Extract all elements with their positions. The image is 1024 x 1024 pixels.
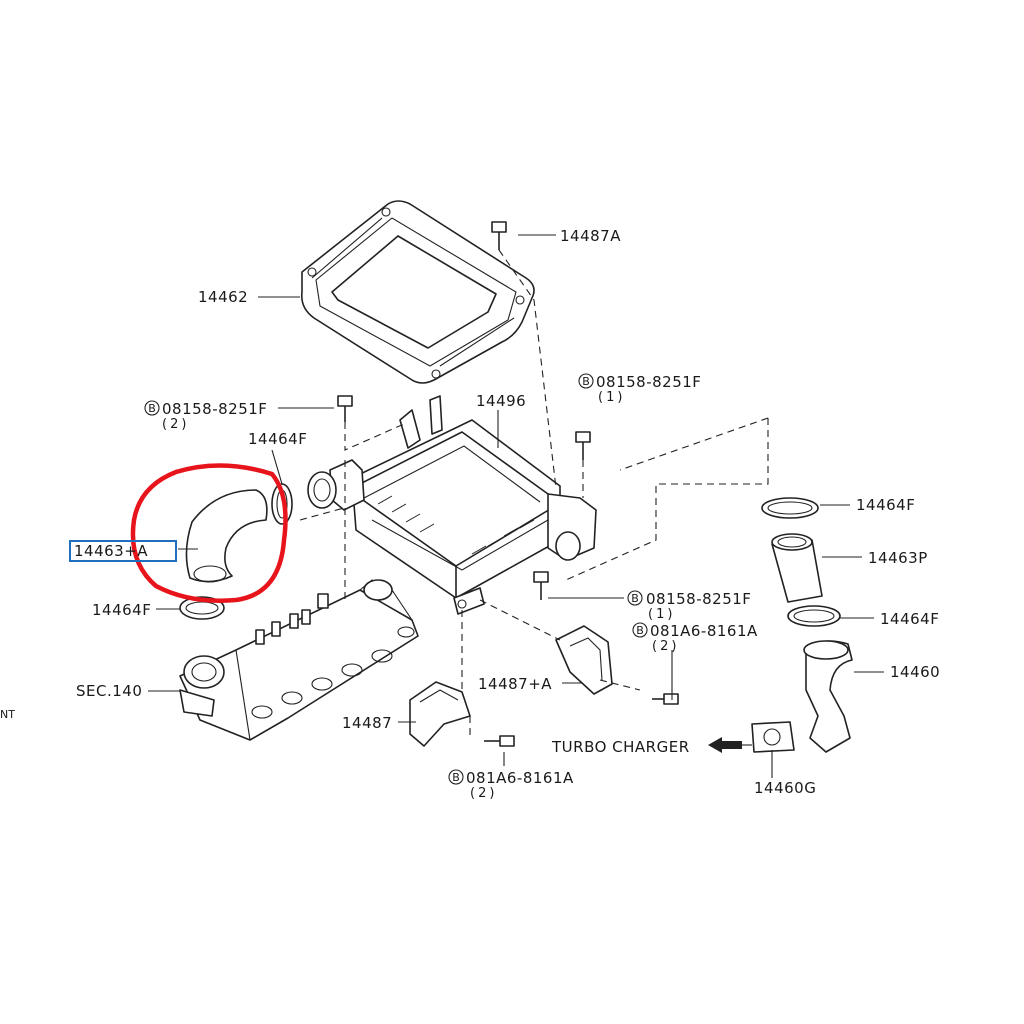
leader-lines [148,234,884,778]
label-bolt-bracket-right-qty: (2) [652,639,679,654]
label-clamp-right-lower: 14464F [880,610,939,628]
label-bracket-left: 14487 [342,714,392,732]
edge-fragment-text: NT [0,708,15,721]
label-clamp-right-upper: 14464F [856,496,915,514]
arrow-left-icon [708,737,752,753]
label-bolt-center-qty: (1) [648,607,675,622]
intake-manifold [179,579,419,741]
intercooler-14496 [307,395,597,615]
svg-text:B: B [148,402,156,415]
label-bolt-left: 08158-8251F [162,400,267,418]
bolt-bottom [484,735,515,747]
label-14496: 14496 [476,392,526,410]
highlight-circle [130,463,288,603]
bolt-bracket-right [652,693,679,705]
circled-b-icon: B [144,400,160,416]
circled-b-icon: B [627,590,643,606]
label-bolt-bracket-right: 081A6-8161A [650,622,758,640]
highlight-box [69,540,177,562]
right-hose-stack [751,497,853,753]
label-sec140: SEC.140 [76,682,142,700]
bolt-center [533,571,549,600]
label-bolt-top-right-qty: (1) [598,390,625,405]
svg-text:B: B [452,771,460,784]
assembly-lines [299,249,769,740]
bolt-left [337,395,353,422]
label-turbo-charger: TURBO CHARGER [551,738,690,756]
label-bolt-left-qty: (2) [162,417,189,432]
label-14487A: 14487A [560,227,621,245]
label-clamp-lower-left: 14464F [92,601,151,619]
label-bolt-top-right: 08158-8251F [596,373,701,391]
label-bolt-center: 08158-8251F [646,590,751,608]
frame-14462 [300,200,535,384]
label-hose-right: 14463P [868,549,928,567]
circled-b-icon: B [632,622,648,638]
label-bolt-bottom-qty: (2) [470,786,497,801]
bolt-14487A [491,221,507,250]
label-tube-right: 14460 [890,663,940,681]
label-bolt-bottom: 081A6-8161A [466,769,574,787]
bolt-top-right [575,431,591,460]
label-bracket-center: 14487+A [478,675,552,693]
label-hose-highlighted: 14463+A [74,542,148,560]
svg-text:B: B [582,375,590,388]
circled-b-icon: B [448,769,464,785]
label-gasket: 14460G [754,779,816,797]
label-clamp-upper-left: 14464F [248,430,307,448]
circled-b-icon: B [578,373,594,389]
svg-text:B: B [636,624,644,637]
bolts [337,221,679,747]
brackets [409,625,613,747]
label-14462: 14462 [198,288,248,306]
svg-text:B: B [631,592,639,605]
